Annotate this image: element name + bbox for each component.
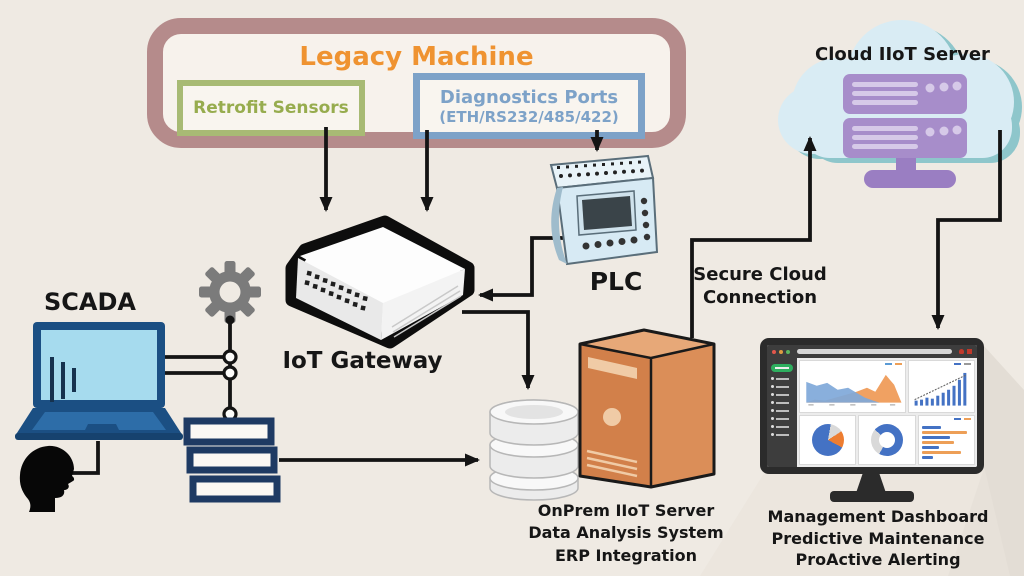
dashboard-screen (767, 345, 977, 467)
legacy-machine-box: Legacy Machine Retrofit Sensors Diagnost… (147, 18, 686, 148)
monitor-stand-neck (856, 472, 886, 493)
laptop-icon (15, 322, 183, 440)
connectors (67, 127, 1002, 475)
cloud-server-label: Cloud IIoT Server (815, 44, 990, 65)
donut-chart-widget (858, 414, 916, 465)
monitor-stand-base (830, 491, 914, 502)
secure-cloud-label: Secure Cloud Connection (693, 264, 827, 308)
address-bar (797, 349, 952, 354)
dashboard-widgets (797, 358, 977, 467)
plc-label: PLC (589, 267, 643, 296)
user-icon (959, 349, 964, 354)
browser-bar (767, 345, 977, 358)
gear-icon (199, 261, 261, 422)
window-dot-green (786, 349, 790, 354)
diagnostics-ports-sub-label: (ETH/RS232/485/422) (439, 107, 619, 126)
server-stack-icon (183, 417, 281, 503)
user-head-icon (19, 445, 75, 512)
window-dot-yellow (779, 349, 783, 354)
onprem-server-icon (578, 328, 716, 489)
connector-cloud-to-monitor (931, 130, 1002, 330)
bar-chart-widget (907, 360, 975, 413)
dashboard-sidebar (767, 358, 797, 467)
area-chart-widget (799, 360, 906, 413)
connector-server-to-cloud (690, 136, 817, 338)
iot-gateway-label: IoT Gateway (282, 348, 443, 374)
retrofit-sensors-label: Retrofit Sensors (193, 98, 349, 118)
hbar-chart-widget (917, 414, 975, 465)
cloud-server-icon (843, 74, 967, 188)
connector-plc-to-gateway (478, 236, 572, 302)
sidebar-active-item (771, 364, 793, 372)
window-dot-red (772, 349, 776, 354)
monitor-shadow (700, 346, 1024, 576)
plc-icon (549, 154, 659, 266)
dashboard-label: Management Dashboard Predictive Maintena… (767, 507, 989, 570)
pie-chart-widget (799, 414, 857, 465)
grid-icon (967, 349, 972, 354)
diagnostics-ports-label: Diagnostics Ports (439, 86, 619, 108)
retrofit-sensors-box: Retrofit Sensors (177, 80, 365, 136)
dashboard-monitor (760, 338, 984, 474)
scada-label: SCADA (44, 288, 136, 316)
connector-gateway-to-database (462, 310, 535, 390)
onprem-label: OnPrem IIoT Server Data Analysis System … (528, 501, 724, 565)
legacy-machine-title: Legacy Machine (299, 42, 534, 72)
iot-gateway-icon (285, 215, 475, 349)
database-icon (489, 399, 579, 501)
connector-user-to-laptop (67, 441, 100, 475)
diagnostics-ports-box: Diagnostics Ports (ETH/RS232/485/422) (413, 73, 645, 139)
